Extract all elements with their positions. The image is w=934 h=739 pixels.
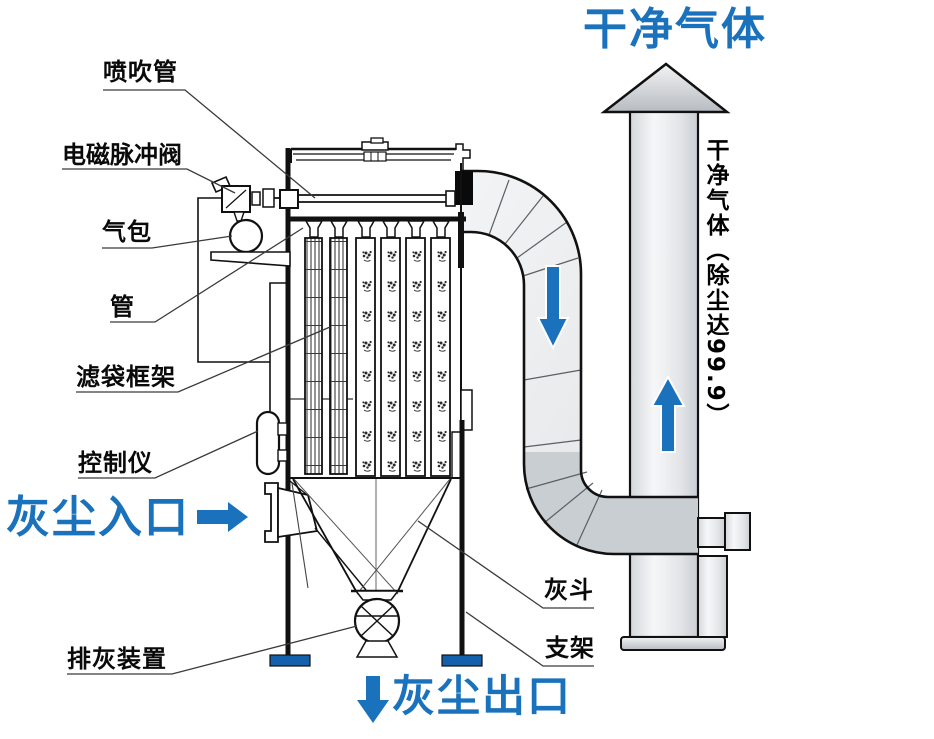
stack-up-arrow bbox=[650, 374, 686, 453]
leader-lines bbox=[62, 89, 594, 675]
clean-gas-title: 干净气体 bbox=[583, 4, 767, 55]
chimney-side-stub-flange bbox=[724, 512, 751, 551]
flow-arrows bbox=[197, 265, 686, 723]
valve-coupler-1 bbox=[251, 191, 261, 206]
mounting-bracket bbox=[197, 197, 288, 413]
elbow-duct-body bbox=[460, 171, 698, 554]
elbow-duct bbox=[460, 169, 751, 638]
callout-pipe: 管 bbox=[110, 293, 135, 321]
callout-ash-discharge: 排灰装置 bbox=[67, 645, 167, 673]
filter-bag-dusty bbox=[355, 237, 376, 477]
callout-pulse-valve: 电磁脉冲阀 bbox=[62, 141, 182, 169]
callout-ash-hopper: 灰斗 bbox=[544, 576, 594, 604]
leader-blow-pipe bbox=[103, 89, 316, 199]
outlet-flange bbox=[455, 171, 473, 205]
valve-pedestal bbox=[355, 640, 399, 658]
filter-bag-cage bbox=[304, 237, 323, 475]
hopper-left-slope bbox=[292, 478, 357, 592]
right-foot bbox=[441, 654, 483, 667]
filter-bag-cage bbox=[329, 237, 348, 475]
hopper-right-slope bbox=[397, 478, 452, 592]
filter-bag-dusty bbox=[405, 237, 426, 477]
inlet-flange bbox=[264, 482, 279, 543]
duct-segment-seams bbox=[488, 179, 603, 548]
pulse-cleaning-system bbox=[197, 175, 291, 413]
filter-bag-dusty bbox=[380, 237, 401, 477]
air-bag-shelf bbox=[210, 251, 291, 267]
chimney-side-box bbox=[697, 555, 728, 638]
filter-bags bbox=[304, 220, 451, 477]
dust-inlet-duct bbox=[264, 480, 367, 591]
controller-device bbox=[255, 410, 288, 476]
blow-pipe bbox=[279, 189, 456, 209]
left-foot bbox=[269, 654, 311, 667]
leader-air-bag bbox=[102, 235, 233, 249]
leader-filter-bag-cage bbox=[76, 326, 331, 393]
elbow-duct-outline bbox=[460, 169, 698, 556]
inlet-right-arrow bbox=[197, 502, 248, 532]
dust-outlet-label: 灰尘出口 bbox=[392, 672, 572, 722]
rotary-ash-valve bbox=[351, 589, 403, 658]
support-legs bbox=[269, 420, 483, 667]
leader-pulse-valve bbox=[62, 168, 236, 194]
leader-ash-discharge bbox=[67, 625, 358, 675]
callout-air-bag: 气包 bbox=[102, 218, 152, 246]
inlet-deflector bbox=[314, 527, 367, 591]
leader-support bbox=[465, 611, 594, 667]
valve-coupler-2 bbox=[262, 188, 275, 208]
callout-filter-bag-cage: 滤袋框架 bbox=[76, 363, 176, 391]
downcomer-down-arrow bbox=[536, 265, 570, 351]
callout-support: 支架 bbox=[545, 634, 595, 662]
right-wall-bump bbox=[460, 389, 473, 431]
filter-bag-dusty bbox=[430, 237, 451, 477]
leader-ash-hopper bbox=[417, 520, 594, 609]
clean-gas-side-label: 干净气体（除尘达99.9） bbox=[702, 138, 728, 428]
callout-controller: 控制仪 bbox=[78, 449, 153, 477]
dust-inlet-label: 灰尘入口 bbox=[6, 492, 190, 543]
controller-housing bbox=[255, 410, 281, 476]
ash-hopper bbox=[289, 477, 463, 595]
chimney-body bbox=[628, 110, 700, 639]
bag-venturis bbox=[304, 220, 451, 238]
top-cover bbox=[290, 137, 471, 171]
chimney-cap bbox=[600, 62, 731, 114]
chimney-side-stub bbox=[697, 517, 726, 548]
chimney-base-flange bbox=[620, 636, 726, 651]
outlet-down-arrow bbox=[357, 676, 389, 723]
leader-controller bbox=[78, 430, 259, 479]
air-bag-tank bbox=[228, 218, 264, 254]
leader-pipe bbox=[110, 227, 304, 323]
callout-blow-pipe: 喷吹管 bbox=[103, 58, 178, 86]
baghouse-body bbox=[279, 137, 473, 657]
